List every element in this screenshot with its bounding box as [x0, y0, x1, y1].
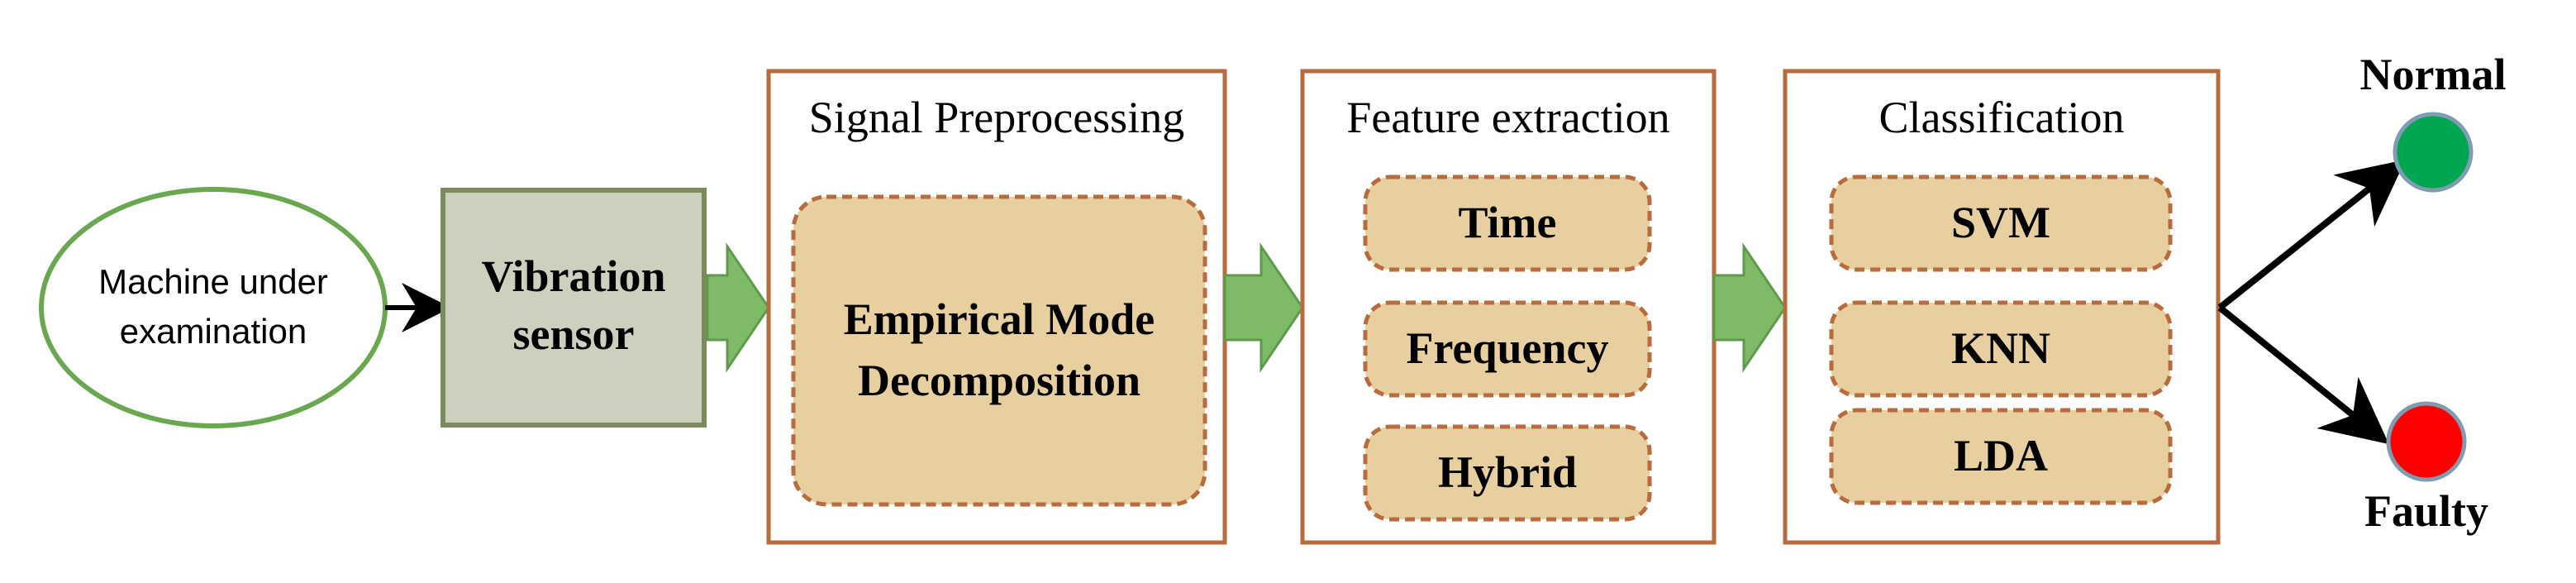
- normal-output: Normal: [2360, 50, 2507, 193]
- classifier-svm: SVM: [1951, 198, 2050, 247]
- machine-node: Machine under examination: [39, 187, 388, 428]
- feature-item-hybrid-box: [1363, 424, 1652, 522]
- classifier-lda: LDA: [1954, 431, 2048, 480]
- flow-arrow-3: [1712, 242, 1787, 373]
- faulty-indicator: [2386, 401, 2467, 482]
- faulty-label: Faulty: [2364, 486, 2488, 536]
- feature-item-hybrid: Hybrid: [1438, 447, 1577, 497]
- sensor-label-line1: Vibration: [481, 251, 665, 301]
- emd-label-line1: Empirical Mode: [844, 294, 1155, 344]
- to-normal-arrow: [2217, 160, 2406, 311]
- classification-panel: Classification SVM KNN LDA: [1783, 69, 2221, 545]
- feature-extraction-title: Feature extraction: [1346, 93, 1669, 142]
- machine-ellipse: [39, 187, 388, 428]
- machine-label-line1: Machine under: [98, 262, 328, 301]
- emd-box: [791, 194, 1207, 507]
- classifier-lda-box: [1829, 408, 2173, 505]
- classifier-knn: KNN: [1951, 323, 2050, 373]
- feature-extraction-panel: Feature extraction Time Frequency Hybrid: [1300, 69, 1717, 545]
- normal-label: Normal: [2360, 50, 2507, 99]
- classifier-knn-box: [1829, 300, 2173, 398]
- flow-arrow-1: [706, 242, 770, 373]
- feature-item-time-box: [1363, 174, 1652, 272]
- feature-item-time: Time: [1459, 198, 1557, 247]
- flow-arrow-2: [1223, 242, 1304, 373]
- to-faulty-arrow: [2217, 304, 2389, 445]
- faulty-output: Faulty: [2364, 401, 2488, 536]
- preprocessing-title: Signal Preprocessing: [809, 93, 1184, 142]
- machine-label-line2: examination: [120, 312, 307, 351]
- preprocessing-panel: Signal Preprocessing Empirical Mode Deco…: [766, 69, 1227, 545]
- feature-item-frequency-box: [1363, 300, 1652, 398]
- sensor-box: [440, 188, 707, 428]
- classification-title: Classification: [1879, 93, 2125, 142]
- sensor-node: Vibration sensor: [440, 188, 707, 428]
- normal-indicator: [2393, 112, 2474, 193]
- classifier-svm-box: [1829, 174, 2173, 272]
- emd-label-line2: Decomposition: [858, 356, 1140, 405]
- feature-item-frequency: Frequency: [1407, 323, 1609, 373]
- sensor-label-line2: sensor: [513, 309, 635, 359]
